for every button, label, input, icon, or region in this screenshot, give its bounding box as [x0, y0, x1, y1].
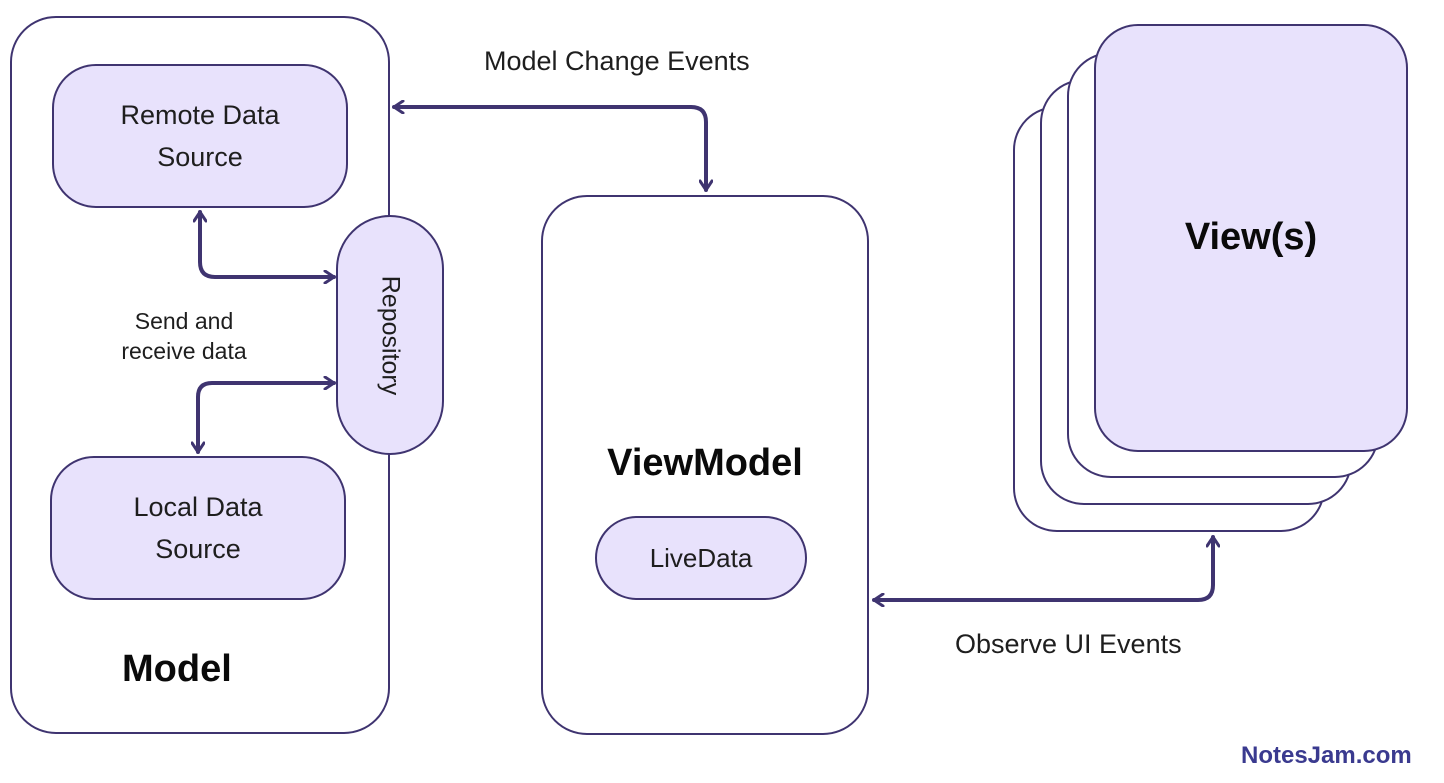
livedata-node: LiveData: [595, 516, 807, 600]
remote-data-source-label: Remote Data Source: [120, 100, 280, 172]
model-change-events-label: Model Change Events: [484, 46, 750, 76]
local-repository-arrow: [198, 383, 336, 454]
view-card-front: [1094, 24, 1408, 452]
remote-repository-arrow: [200, 210, 336, 277]
watermark: NotesJam.com: [1241, 742, 1412, 769]
viewmodel-view-arrow: [872, 535, 1213, 600]
livedata-label: LiveData: [649, 542, 753, 573]
model-title: Model: [122, 648, 232, 690]
observe-ui-events-label: Observe UI Events: [955, 629, 1182, 659]
local-data-source-label: Local Data Source: [133, 492, 263, 564]
view-title: View(s): [1184, 216, 1318, 258]
repository-node: Repository: [336, 215, 444, 455]
viewmodel-container: [541, 195, 869, 735]
model-viewmodel-arrow: [392, 107, 706, 192]
remote-data-source-node: Remote Data Source: [52, 64, 348, 208]
local-data-source-node: Local Data Source: [50, 456, 346, 600]
viewmodel-title: ViewModel: [607, 442, 803, 484]
send-receive-label: Send and receive data: [121, 308, 247, 364]
